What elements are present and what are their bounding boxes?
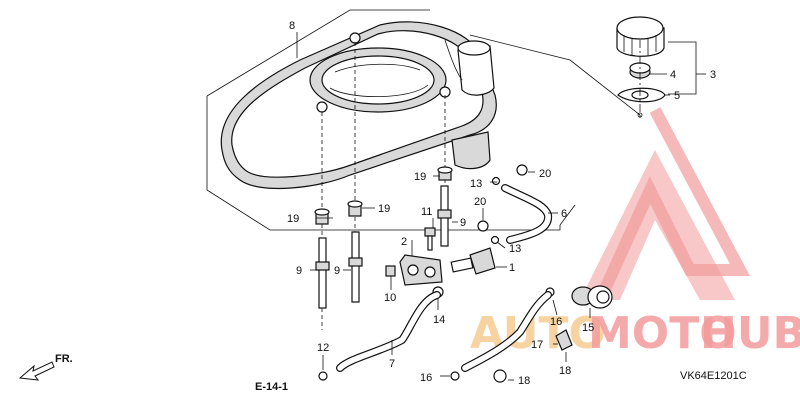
watermark-text-moto: MOTO <box>588 308 737 359</box>
tube-clip <box>493 369 507 383</box>
callout-17: 17 <box>531 339 543 351</box>
tube-clip <box>450 371 460 381</box>
fuel-tube-lower <box>336 291 441 372</box>
cap-gasket <box>617 87 666 103</box>
watermark: AUTO MOTO HUB <box>470 107 800 359</box>
fuel-filler-neck <box>457 45 495 96</box>
callout-16-left: 16 <box>420 372 432 384</box>
callout-16-right: 16 <box>550 316 562 328</box>
fuel-cock-bracket <box>399 254 443 286</box>
callout-8: 8 <box>289 20 295 32</box>
tube-clip <box>477 220 489 232</box>
mount-boss <box>316 101 328 113</box>
callout-3: 3 <box>710 69 716 81</box>
callout-20-upper: 20 <box>539 168 551 180</box>
stud-bolt <box>348 231 363 303</box>
fuel-filter <box>571 285 613 309</box>
callouts: 8 3 4 5 20 13 19 6 20 19 19 11 9 13 2 1 … <box>287 20 716 387</box>
callout-13-lower: 13 <box>509 243 521 255</box>
stud-bolts <box>315 185 452 309</box>
front-direction-label: FR. <box>55 353 73 365</box>
tube-clip <box>491 176 501 186</box>
tube-clip <box>516 164 528 176</box>
reference-code: E-14-1 <box>255 381 288 393</box>
grommet <box>437 166 453 181</box>
fuel-joint <box>450 247 496 275</box>
callout-9-left: 9 <box>296 265 302 277</box>
front-direction-indicator: FR. <box>18 353 73 381</box>
fuel-cap <box>616 16 665 57</box>
grommet <box>347 200 363 217</box>
callout-19-mid: 19 <box>378 203 390 215</box>
callout-15: 15 <box>582 322 594 334</box>
callout-6: 6 <box>561 208 567 220</box>
callout-12: 12 <box>317 342 329 354</box>
callout-19-top: 19 <box>414 171 426 183</box>
tube-clips <box>318 164 555 383</box>
callout-1: 1 <box>509 262 515 274</box>
tube-clip <box>490 235 500 245</box>
callout-14: 14 <box>433 314 445 326</box>
leader-lines <box>296 32 706 381</box>
tube-clip <box>318 371 328 381</box>
figure-id: VK64E1201C <box>680 370 747 382</box>
callout-19-left: 19 <box>287 213 299 225</box>
fuel-tube-lower-2 <box>461 291 552 372</box>
assembly-frame <box>206 9 641 231</box>
stud-bolt <box>437 185 452 247</box>
callout-18-left: 18 <box>518 375 530 387</box>
tube-clamp <box>555 329 573 351</box>
fuel-tank-sump <box>451 131 491 170</box>
callout-9-mid: 9 <box>334 265 340 277</box>
mount-boss <box>349 32 361 44</box>
stud-bolt <box>315 237 330 309</box>
watermark-triangle-logo <box>580 107 750 303</box>
callout-13-upper: 13 <box>470 178 482 190</box>
watermark-text-hub: HUB <box>700 308 800 359</box>
callout-5: 5 <box>674 90 680 102</box>
fuel-tank <box>220 21 497 190</box>
callout-4: 4 <box>670 69 676 81</box>
callout-11: 11 <box>421 206 432 218</box>
callout-2: 2 <box>401 236 407 248</box>
bolt <box>424 227 436 251</box>
callout-10: 10 <box>384 292 396 304</box>
callout-7: 7 <box>389 358 395 370</box>
fuel-tube-upper <box>501 184 553 244</box>
fuel-cap-assembly <box>616 16 666 118</box>
callout-18-right: 18 <box>559 365 571 377</box>
grommet <box>314 208 330 225</box>
callout-9-right: 9 <box>460 217 466 229</box>
front-arrow-icon <box>18 361 55 381</box>
callout-20-lower: 20 <box>474 196 486 208</box>
nut <box>385 265 396 277</box>
